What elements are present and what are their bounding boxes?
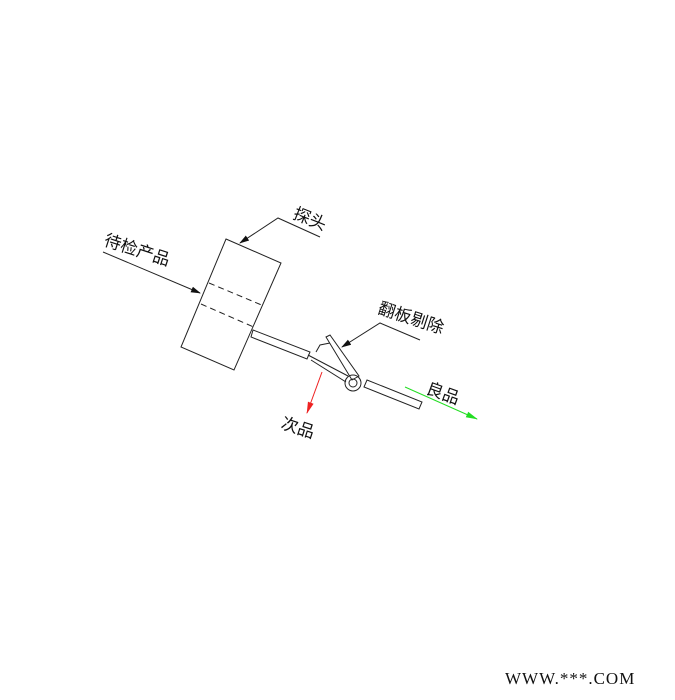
watermark: WWW.***.COM: [505, 669, 635, 688]
flap: [307, 334, 362, 392]
product-leader: [102, 251, 201, 294]
input-conveyor: [250, 329, 311, 360]
output-conveyor: [363, 379, 423, 410]
defective-arrow: [306, 371, 323, 414]
good-arrow: [404, 386, 478, 420]
flap-reject-label: 翻板剔除: [375, 299, 446, 339]
good-label: 良品: [423, 379, 462, 409]
defective-label: 次品: [278, 414, 317, 444]
product-label: 待检产品: [101, 231, 172, 271]
probe-box: [180, 238, 282, 371]
probe-leader: [239, 217, 321, 244]
probe-label: 探头: [290, 204, 329, 235]
flap-leader: [341, 322, 421, 348]
